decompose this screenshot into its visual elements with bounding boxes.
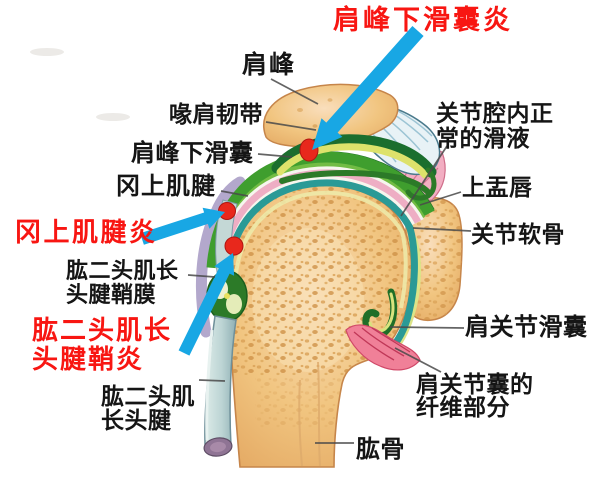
label-biceps-long-head-sheath: 肱二头肌长 头腱鞘膜	[66, 258, 179, 307]
leader-articular-cartilage	[412, 227, 472, 232]
label-acromion: 肩峰	[242, 51, 297, 79]
label-subacromial-bursa: 肩峰下滑囊	[131, 140, 254, 167]
marker-supraspinatus-tendinitis	[218, 202, 236, 220]
leader-coracoacromial-ligament	[265, 121, 317, 131]
label-biceps-tenosynovitis: 肱二头肌长 头腱鞘炎	[32, 315, 173, 375]
arrow-subacromial-bursitis	[312, 26, 424, 150]
leader-shoulder-joint-bursa	[389, 326, 465, 329]
label-subacromial-bursitis: 肩峰下滑囊炎	[333, 5, 513, 35]
pointer-arrows	[140, 26, 424, 356]
marker-biceps-tenosynovitis	[224, 236, 244, 256]
label-superior-labrum: 上盂唇	[462, 174, 533, 200]
label-fibrous-joint-capsule: 肩关节囊的 纤维部分	[416, 371, 534, 420]
leader-superior-labrum	[419, 191, 462, 206]
leader-acromion	[270, 78, 319, 105]
label-supraspinatus-tendon: 冈上肌腱	[116, 173, 216, 200]
label-biceps-long-head-tendon: 肱二头肌 长头腱	[101, 383, 195, 433]
leader-supraspinatus-tendon	[220, 190, 249, 197]
label-articular-cartilage: 关节软骨	[471, 221, 565, 247]
background-smudges	[30, 48, 130, 121]
leader-subacromial-bursa	[257, 153, 293, 158]
label-normal-joint-fluid: 关节腔内正 常的滑液	[436, 100, 554, 151]
arrow-biceps-tenosynovitis	[178, 253, 235, 356]
articular-cartilage-shape	[224, 179, 418, 355]
leader-biceps-sheath	[187, 274, 216, 278]
marker-subacromial-bursitis	[299, 138, 319, 162]
inflammation-markers	[218, 138, 319, 256]
label-coracoacromial-ligament: 喙肩韧带	[169, 101, 263, 127]
arrow-supraspinatus-tendinitis	[140, 207, 225, 245]
leader-joint-fluid	[400, 145, 448, 217]
label-supraspinatus-tendinitis: 冈上肌腱炎	[15, 217, 158, 247]
label-humerus: 肱骨	[356, 436, 405, 463]
label-shoulder-joint-bursa: 肩关节滑囊	[465, 314, 588, 341]
leader-fibrous-capsule	[394, 347, 442, 373]
leader-biceps-tendon	[198, 379, 226, 382]
leader-lines	[187, 78, 472, 444]
fibrous-capsule-shape	[345, 324, 421, 371]
